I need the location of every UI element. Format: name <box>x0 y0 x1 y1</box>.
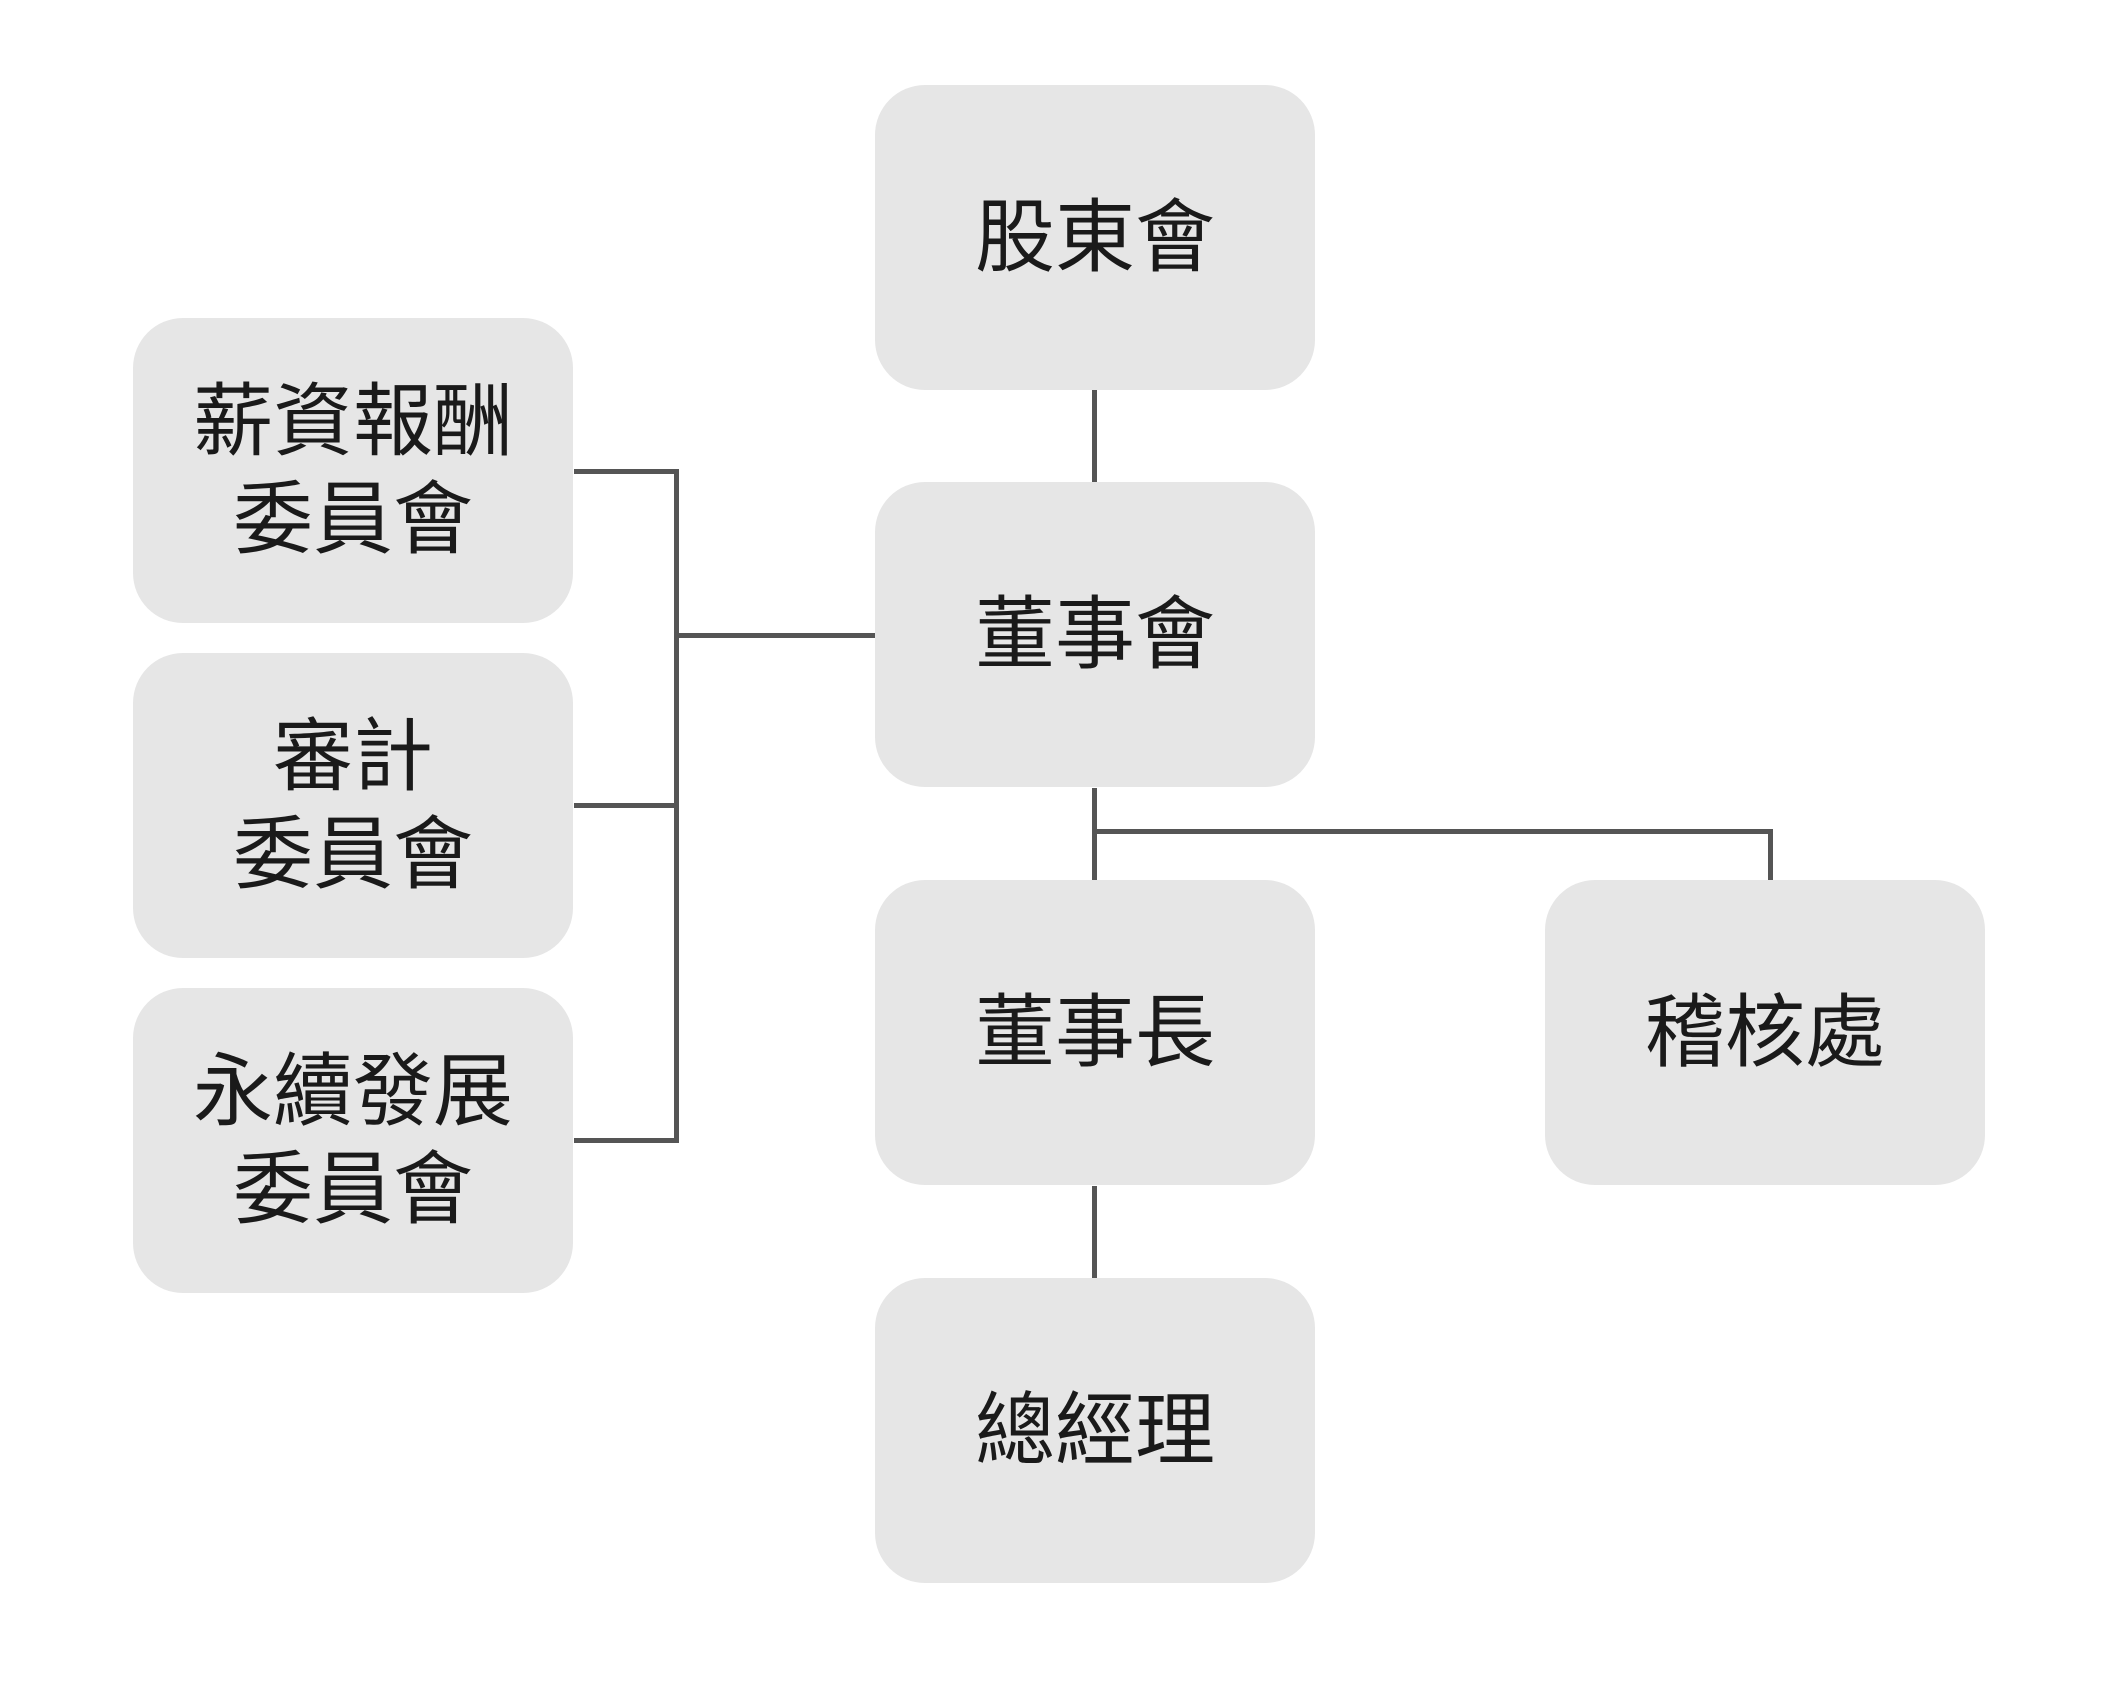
node-label: 總經理 <box>975 1383 1215 1477</box>
connector-audit-office-drop <box>1768 829 1773 883</box>
node-sustainability-committee: 永續發展 委員會 <box>133 988 573 1293</box>
connector-chairman-general-manager <box>1092 1186 1097 1281</box>
node-chairman: 董事長 <box>875 880 1315 1185</box>
connector-committees-board <box>675 633 877 638</box>
node-label-line-1: 永續發展 <box>193 1044 513 1138</box>
connector-audit-committee <box>574 803 679 808</box>
node-audit-office: 稽核處 <box>1545 880 1985 1185</box>
node-compensation-committee: 薪資報酬 委員會 <box>133 318 573 623</box>
node-label: 稽核處 <box>1645 985 1885 1079</box>
connector-compensation-committee <box>574 469 679 474</box>
node-label-line-2: 委員會 <box>233 807 473 901</box>
node-label-line-2: 委員會 <box>233 472 473 566</box>
node-label: 董事會 <box>975 587 1215 681</box>
node-general-manager: 總經理 <box>875 1278 1315 1583</box>
node-shareholders: 股東會 <box>875 85 1315 390</box>
node-label: 股東會 <box>975 190 1215 284</box>
connector-shareholders-board <box>1092 390 1097 485</box>
node-label-line-1: 薪資報酬 <box>193 374 513 468</box>
node-label-line-2: 委員會 <box>233 1142 473 1236</box>
node-label-line-1: 審計 <box>273 709 433 803</box>
node-board: 董事會 <box>875 482 1315 787</box>
node-label: 董事長 <box>975 985 1215 1079</box>
connector-board-chairman <box>1092 788 1097 883</box>
connector-board-audit-office-horizontal <box>1092 829 1773 834</box>
connector-sustainability-committee <box>574 1138 679 1143</box>
node-audit-committee: 審計 委員會 <box>133 653 573 958</box>
